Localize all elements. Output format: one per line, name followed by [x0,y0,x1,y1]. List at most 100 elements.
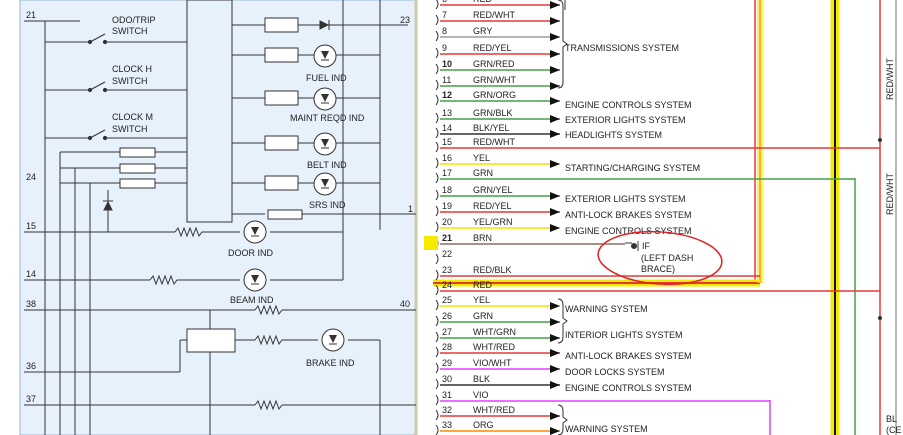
pin-label: 37 [26,394,36,404]
indicator-label: BRAKE IND [306,358,355,368]
wire-color-label: YEL/GRN [473,217,513,227]
wire-pin-number: 15 [442,137,452,147]
wire-color-label: GRN/YEL [473,185,513,195]
wire-color-label: GRN [473,311,493,321]
wire-pin-number: 11 [442,75,451,85]
switch-label: SWITCH [112,26,148,36]
wire-color-label: RED/YEL [473,201,512,211]
pin-label: 1 [408,204,413,214]
wire-arrow [550,97,560,105]
wire-pin-number: 18 [442,185,452,195]
wire-color-label: RED [473,0,493,4]
wire-arrow [550,50,560,58]
system-label: ENGINE CONTROLS SYSTEM [565,383,692,393]
connector-pin [435,94,439,106]
wire-pin-number: 32 [442,405,452,415]
connector-pin [435,30,439,42]
pin-label: 14 [26,269,36,279]
switch-contacts [87,33,108,141]
ground-code: IF [642,241,651,251]
pin-21-highlight [424,236,438,250]
wire-pin-number: 17 [442,168,452,178]
connector-pin [435,141,439,153]
connector-pin [435,346,439,358]
wire-pin-number: 12 [442,90,452,100]
wire-pin-number: 7 [442,10,447,20]
system-label: ENGINE CONTROLS SYSTEM [565,100,692,110]
led-icon [313,44,337,68]
wire-pin-number: 13 [442,108,452,118]
indicator-label: DOOR IND [228,248,274,258]
system-label: WARNING SYSTEM [565,304,648,314]
wire-color-label: RED/WHT [473,137,515,147]
wire-pin-number: 27 [442,327,452,337]
pin-label: 38 [26,299,36,309]
wire-arrow [550,1,560,9]
right-harness [433,0,897,435]
wire-color-label: YEL [473,295,490,305]
wire-color-label: GRY [473,26,492,36]
wire-arrow [550,302,560,310]
system-label: EXTERIOR LIGHTS SYSTEM [565,115,686,125]
ground-location: (LEFT DASH [641,253,693,263]
red-annotation-circle [597,230,723,286]
wire-pin-number: 19 [442,201,452,211]
wire-arrow [550,224,560,232]
system-label: DOOR LOCKS SYSTEM [565,367,665,377]
connector-pin [435,269,439,281]
wire-color-label: VIO [473,390,489,400]
system-label: WARNING SYSTEM [565,424,648,434]
right-vertical-label: RED/WHT [885,58,895,100]
wire-color-label: RED/WHT [473,10,515,20]
pin-label: 21 [26,10,36,20]
switch-label: CLOCK M [112,112,153,122]
diode-icons [103,20,330,211]
system-label: ANTI-LOCK BRAKES SYSTEM [565,210,692,220]
wire-arrow [550,208,560,216]
switch-label: CLOCK H [112,64,152,74]
wire-color-label: YEL [473,153,490,163]
wire-color-label: RED/BLK [473,265,512,275]
group-brace [557,298,568,344]
wire-color-label: GRN [473,168,493,178]
wire-arrow [550,192,560,200]
connector-pin [435,424,439,435]
pin-label: 24 [26,172,36,182]
wire-color-label: BLK/YEL [473,123,510,133]
wire-pin-number: 14 [442,123,452,133]
pin-label: 23 [400,15,410,25]
wire-arrow [550,130,560,138]
connector-pin [435,221,439,233]
connector-pin [435,112,439,124]
wire-color-label: GRN/ORG [473,90,516,100]
connector-pin [435,378,439,390]
connector-pin [435,362,439,374]
wire-arrow [550,427,560,435]
wire-arrow [550,318,560,326]
zigzag-resistors [149,226,283,411]
wire-color-label: ORG [473,420,494,430]
wire-arrow [550,334,560,342]
connector-pin [435,205,439,217]
wire-arrow [550,160,560,168]
system-label: INTERIOR LIGHTS SYSTEM [565,330,683,340]
wire-pin-number: 21 [442,233,452,243]
system-label: STARTING/CHARGING SYSTEM [565,163,700,173]
switch-label: SWITCH [112,76,148,86]
led-icon [313,172,337,196]
connector-pin [435,409,439,421]
indicator-label: MAINT REQD IND [290,113,365,123]
wire-color-label: GRN/BLK [473,108,513,118]
system-label: EXTERIOR LIGHTS SYSTEM [565,194,686,204]
led-icon [243,268,267,292]
connector-pin [435,157,439,169]
wire-pin-number: 29 [442,358,452,368]
connector-pin [435,253,439,265]
connector-pin [435,14,439,26]
led-indicators [243,44,345,352]
wire-arrow [550,381,560,389]
connector-pin [435,172,439,184]
wire-pin-number: 33 [442,420,452,430]
group-brace [557,404,568,435]
